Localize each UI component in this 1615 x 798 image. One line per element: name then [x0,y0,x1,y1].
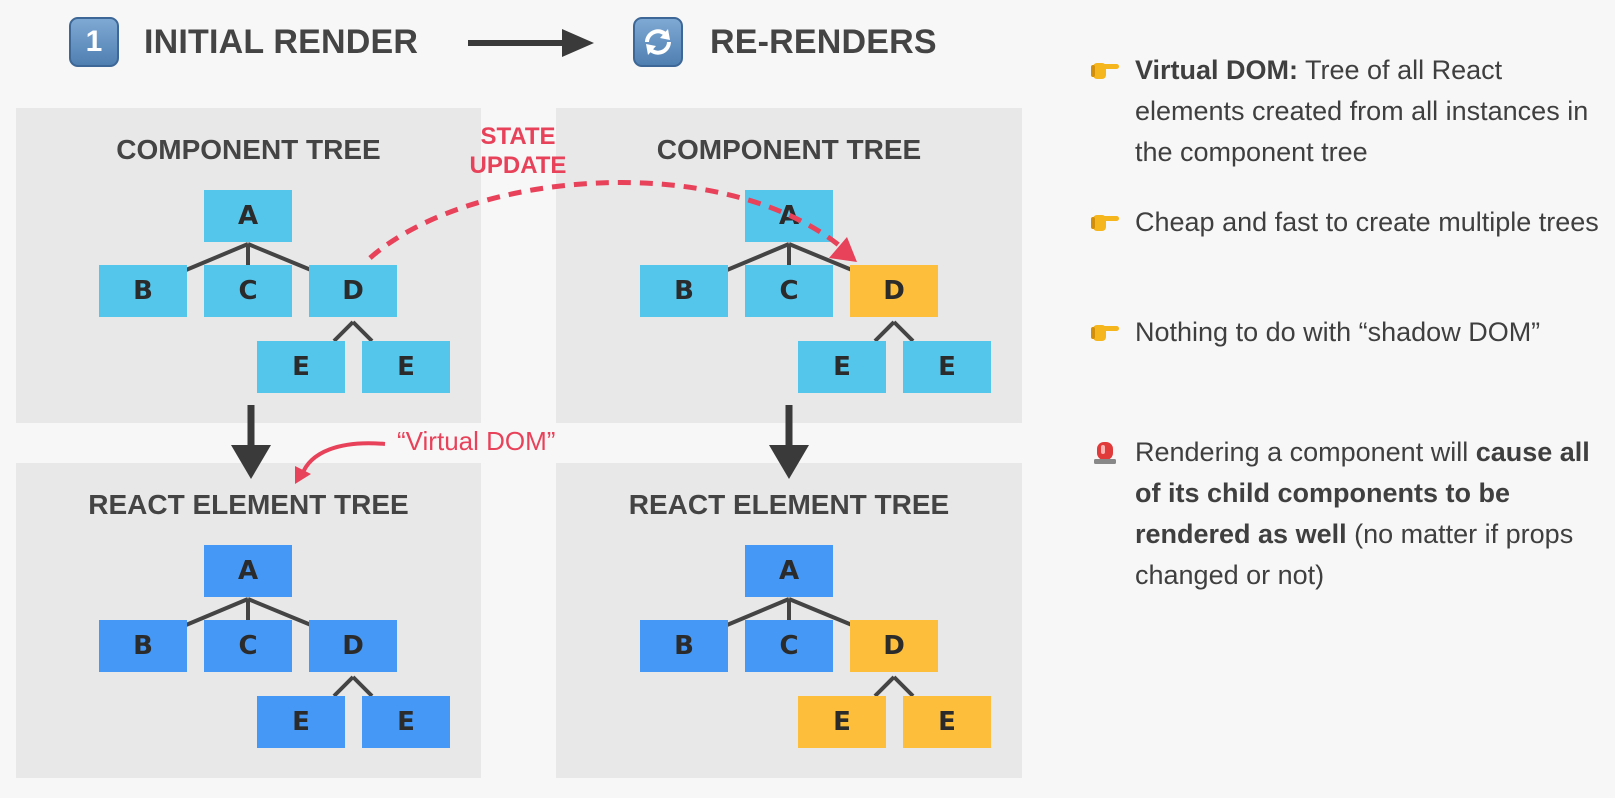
note-text: Nothing to do with “shadow DOM” [1135,317,1541,347]
tree-connectors [185,597,374,698]
node-e: E [362,341,450,393]
panel-title: REACT ELEMENT TREE [88,489,409,520]
initial-element-tree-panel: REACT ELEMENT TREE A B C D E E [16,463,481,778]
node-d: D [309,620,397,672]
node-a: A [745,190,833,242]
node-e-rerendered: E [798,696,886,748]
node-e-rerendered: E [903,696,991,748]
down-arrow-icon [231,405,271,479]
node-a: A [204,545,292,597]
panel-title: COMPONENT TREE [116,134,381,165]
node-e: E [903,341,991,393]
node-e: E [362,696,450,748]
node-d-updated: D [850,620,938,672]
node-c: C [204,620,292,672]
rerender-element-tree-panel: REACT ELEMENT TREE A B C D E E [556,463,1022,778]
node-b: B [640,265,728,317]
down-arrow-icon [769,405,809,479]
pointing-hand-icon [1091,325,1119,341]
virtual-dom-label: “Virtual DOM” [397,426,556,456]
rerender-component-tree-panel: COMPONENT TREE A B C D E E [556,108,1022,423]
note-bold-term: Virtual DOM: [1135,55,1299,85]
panel-title: COMPONENT TREE [656,134,922,165]
right-arrow-icon [468,29,594,57]
node-c: C [204,265,292,317]
panel-title: REACT ELEMENT TREE [628,489,950,520]
refresh-arrows-icon [633,17,683,67]
siren-light-icon [1094,442,1116,464]
note-text: Tree of all React elements created from … [1135,55,1589,167]
note-text: (no matter if props changed or not) [1135,519,1574,590]
node-b: B [99,620,187,672]
node-a: A [204,190,292,242]
node-d-updated: D [850,265,938,317]
node-c: C [745,265,833,317]
keycap-one-icon: 1 [69,17,119,67]
initial-render-title: INITIAL RENDER [144,23,419,61]
node-e: E [257,341,345,393]
node-a: A [745,545,833,597]
initial-component-tree-panel: COMPONENT TREE A B C D E E [16,108,481,423]
state-update-label: STATE UPDATE [469,123,567,179]
node-d: D [309,265,397,317]
pointing-hand-icon [1091,63,1119,79]
node-e: E [257,696,345,748]
node-c: C [745,620,833,672]
tree-connectors [185,242,374,343]
note-text: Rendering a component will [1135,437,1476,467]
pointing-hand-icon [1091,215,1119,231]
note-text: Cheap and fast to create multiple trees [1135,207,1599,237]
node-e: E [798,341,886,393]
node-b: B [640,620,728,672]
re-renders-title: RE-RENDERS [710,23,937,61]
note-bold-text: cause all of its child components to be … [1135,437,1590,549]
node-b: B [99,265,187,317]
